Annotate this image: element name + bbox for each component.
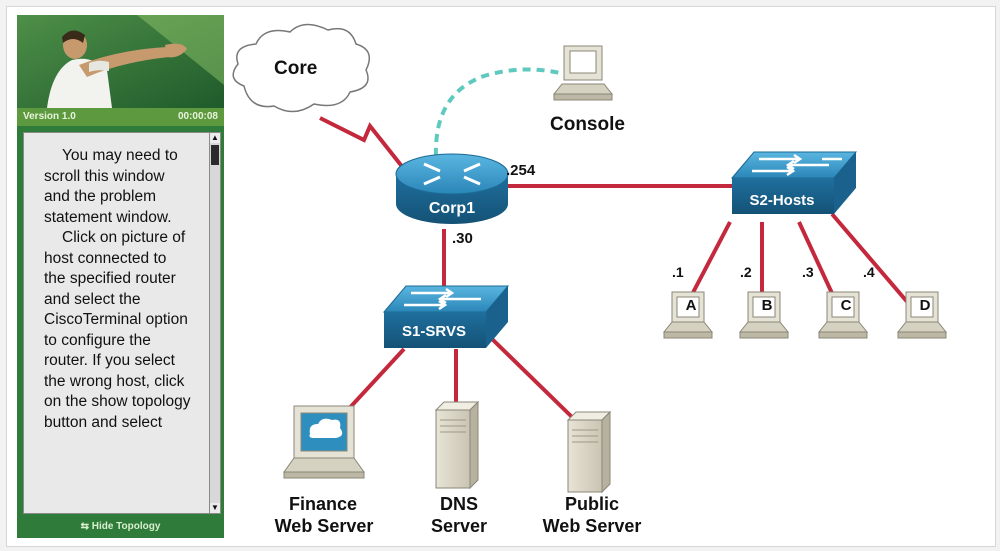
instruction-paragraph-2: Click on picture of host connected to th… (44, 229, 191, 431)
version-bar: Version 1.0 00:00:08 (17, 108, 224, 126)
version-label: Version 1.0 (23, 111, 76, 122)
host-c-icon (817, 291, 869, 339)
host-d-ip: .4 (863, 264, 875, 280)
topology-icon: ⇆ (80, 521, 89, 532)
link-core-router (319, 116, 406, 171)
topology-diagram: Core Console Corp1 .254 .30 S2-Hosts S1-… (224, 14, 994, 544)
switch-s1-label[interactable]: S1-SRVS (402, 323, 466, 340)
core-cloud-icon (232, 23, 371, 113)
left-panel: Version 1.0 00:00:08 You may need to scr… (17, 15, 224, 538)
link-s2-c (797, 221, 839, 305)
link-s2-d (830, 212, 911, 306)
dns-server-label-1: DNS (439, 494, 478, 514)
link-s1-public (488, 335, 576, 421)
network-links (319, 116, 911, 421)
console-label[interactable]: Console (550, 114, 625, 135)
host-a-ip: .1 (672, 264, 684, 280)
host-a-button[interactable]: A (685, 297, 697, 314)
instructions-scrollbar[interactable]: ▲ ▼ (209, 132, 221, 514)
finance-server-label-1: Finance (288, 494, 358, 514)
public-server-label-1: Public (564, 494, 619, 514)
host-b-icon (738, 291, 790, 339)
host-c-button[interactable]: C (840, 297, 852, 314)
instruction-paragraph-1: You may need to scroll this window and t… (44, 147, 178, 226)
instructions-box[interactable]: You may need to scroll this window and t… (23, 132, 211, 514)
public-server-icon (566, 410, 612, 494)
link-s1-finance (342, 347, 406, 416)
switch-s1-icon (382, 285, 510, 348)
switch-s2-icon (730, 151, 858, 214)
scroll-down-icon[interactable]: ▼ (210, 503, 220, 513)
dns-server-label-2: Server (430, 516, 488, 536)
host-b-button[interactable]: B (761, 297, 773, 314)
router-ip-down: .30 (452, 230, 473, 247)
scroll-up-icon[interactable]: ▲ (210, 133, 220, 143)
host-a-icon (662, 291, 714, 339)
console-link (433, 67, 565, 157)
banner-photo (17, 15, 224, 108)
dns-server-icon (434, 400, 480, 490)
router-corp1-icon (395, 153, 509, 224)
finance-server-label-2: Web Server (274, 516, 374, 536)
router-label[interactable]: Corp1 (428, 200, 476, 217)
timer-label: 00:00:08 (177, 111, 218, 122)
finance-server-icon (283, 405, 365, 479)
switch-s2-label[interactable]: S2-Hosts (749, 192, 815, 209)
host-c-ip: .3 (802, 264, 814, 280)
console-pc-icon (552, 45, 614, 101)
host-d-icon (896, 291, 948, 339)
host-d-button[interactable]: D (919, 297, 931, 314)
router-ip-right: .254 (506, 162, 536, 179)
core-label: Core (274, 58, 318, 79)
hide-topology-button[interactable]: ⇆ Hide Topology (17, 516, 224, 538)
link-s2-a (685, 221, 732, 305)
host-b-ip: .2 (740, 264, 752, 280)
hide-topology-label: Hide Topology (91, 521, 161, 532)
scroll-thumb[interactable] (211, 145, 219, 165)
public-server-label-2: Web Server (542, 516, 642, 536)
